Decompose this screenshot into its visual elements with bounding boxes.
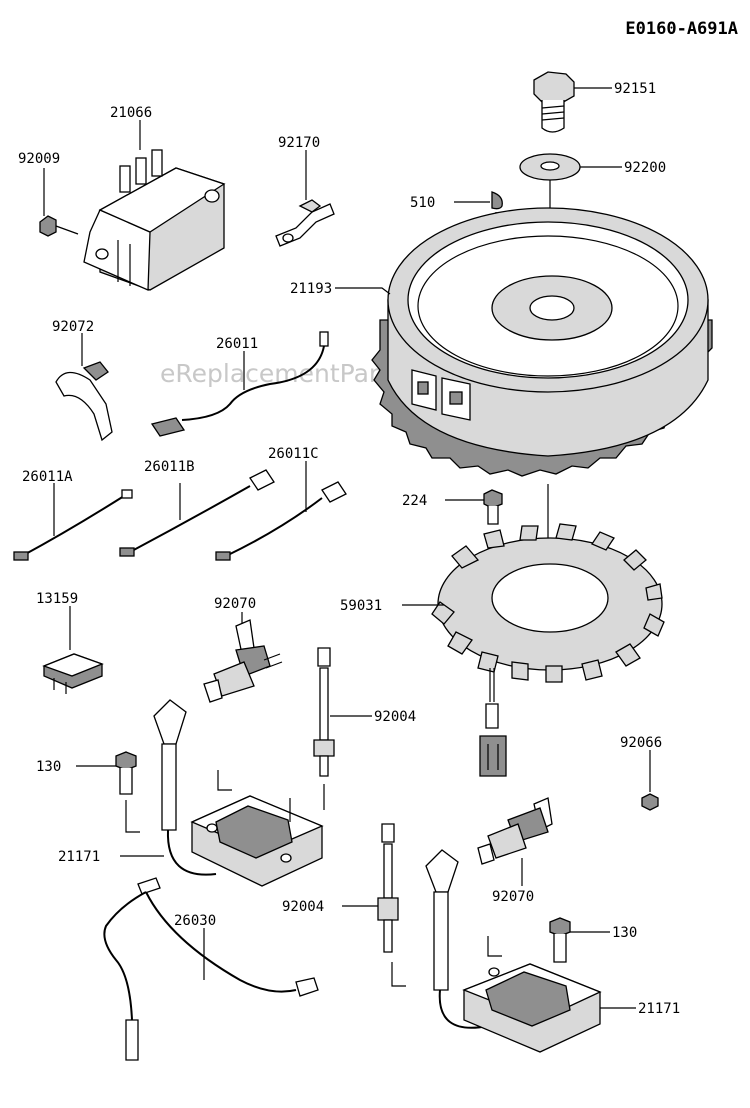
screw-224-part[interactable] (483, 489, 503, 525)
stator-59031-part[interactable] (431, 523, 665, 777)
lead-26011B-part[interactable] (119, 469, 275, 557)
callout-21066[interactable]: 21066 (110, 105, 152, 121)
callout-92066[interactable]: 92066 (620, 735, 662, 751)
callout-26030[interactable]: 26030 (174, 913, 216, 929)
nut-92066-part[interactable] (641, 793, 659, 811)
callout-92151[interactable]: 92151 (614, 81, 656, 97)
lead-26011A-part[interactable] (13, 489, 133, 561)
bolt-130-left-part[interactable] (115, 751, 137, 795)
flywheel-21193-part[interactable] (371, 207, 713, 477)
lead-26030-part[interactable] (103, 877, 319, 1061)
callout-130-right[interactable]: 130 (612, 925, 637, 941)
callout-21193[interactable]: 21193 (290, 281, 332, 297)
callout-92072[interactable]: 92072 (52, 319, 94, 335)
callout-92170[interactable]: 92170 (278, 135, 320, 151)
callout-13159[interactable]: 13159 (36, 591, 78, 607)
regulator-21066-part[interactable] (83, 149, 226, 291)
bolt-130-right-part[interactable] (549, 917, 571, 963)
callout-26011B[interactable]: 26011B (144, 459, 195, 475)
callout-26011[interactable]: 26011 (216, 336, 258, 352)
lead-26011C-part[interactable] (215, 481, 347, 561)
callout-59031[interactable]: 59031 (340, 598, 382, 614)
key-510-part[interactable] (491, 191, 503, 210)
callout-92004-top[interactable]: 92004 (374, 709, 416, 725)
washer-92200-part[interactable] (519, 153, 581, 181)
callout-92070-bottom[interactable]: 92070 (492, 889, 534, 905)
clamp-92170-part[interactable] (275, 199, 335, 247)
diagram-code: E0160-A691A (625, 19, 738, 39)
callout-510[interactable]: 510 (410, 195, 435, 211)
callout-92070-top[interactable]: 92070 (214, 596, 256, 612)
plug-cap-92004-bottom-part[interactable] (377, 823, 399, 953)
callout-21171-right[interactable]: 21171 (638, 1001, 680, 1017)
ignition-coil-21171-left-part[interactable] (153, 699, 324, 887)
spark-plug-92070-top-part[interactable] (203, 619, 283, 703)
callout-21171-left[interactable]: 21171 (58, 849, 100, 865)
lead-26011-part[interactable] (150, 331, 329, 437)
ignition-coil-21171-right-part[interactable] (425, 849, 602, 1053)
callout-92004-bottom[interactable]: 92004 (282, 899, 324, 915)
band-92072-part[interactable] (55, 361, 113, 442)
bolt-92151-part[interactable] (533, 71, 575, 133)
callout-26011A[interactable]: 26011A (22, 469, 73, 485)
plug-cap-92004-top-part[interactable] (313, 647, 335, 777)
callout-224[interactable]: 224 (402, 493, 427, 509)
callout-26011C[interactable]: 26011C (268, 446, 319, 462)
connector-13159-part[interactable] (42, 653, 104, 694)
callout-92200[interactable]: 92200 (624, 160, 666, 176)
callout-92009[interactable]: 92009 (18, 151, 60, 167)
callout-130-left[interactable]: 130 (36, 759, 61, 775)
spark-plug-92070-bottom-part[interactable] (477, 797, 553, 865)
screw-92009-part[interactable] (39, 215, 79, 237)
